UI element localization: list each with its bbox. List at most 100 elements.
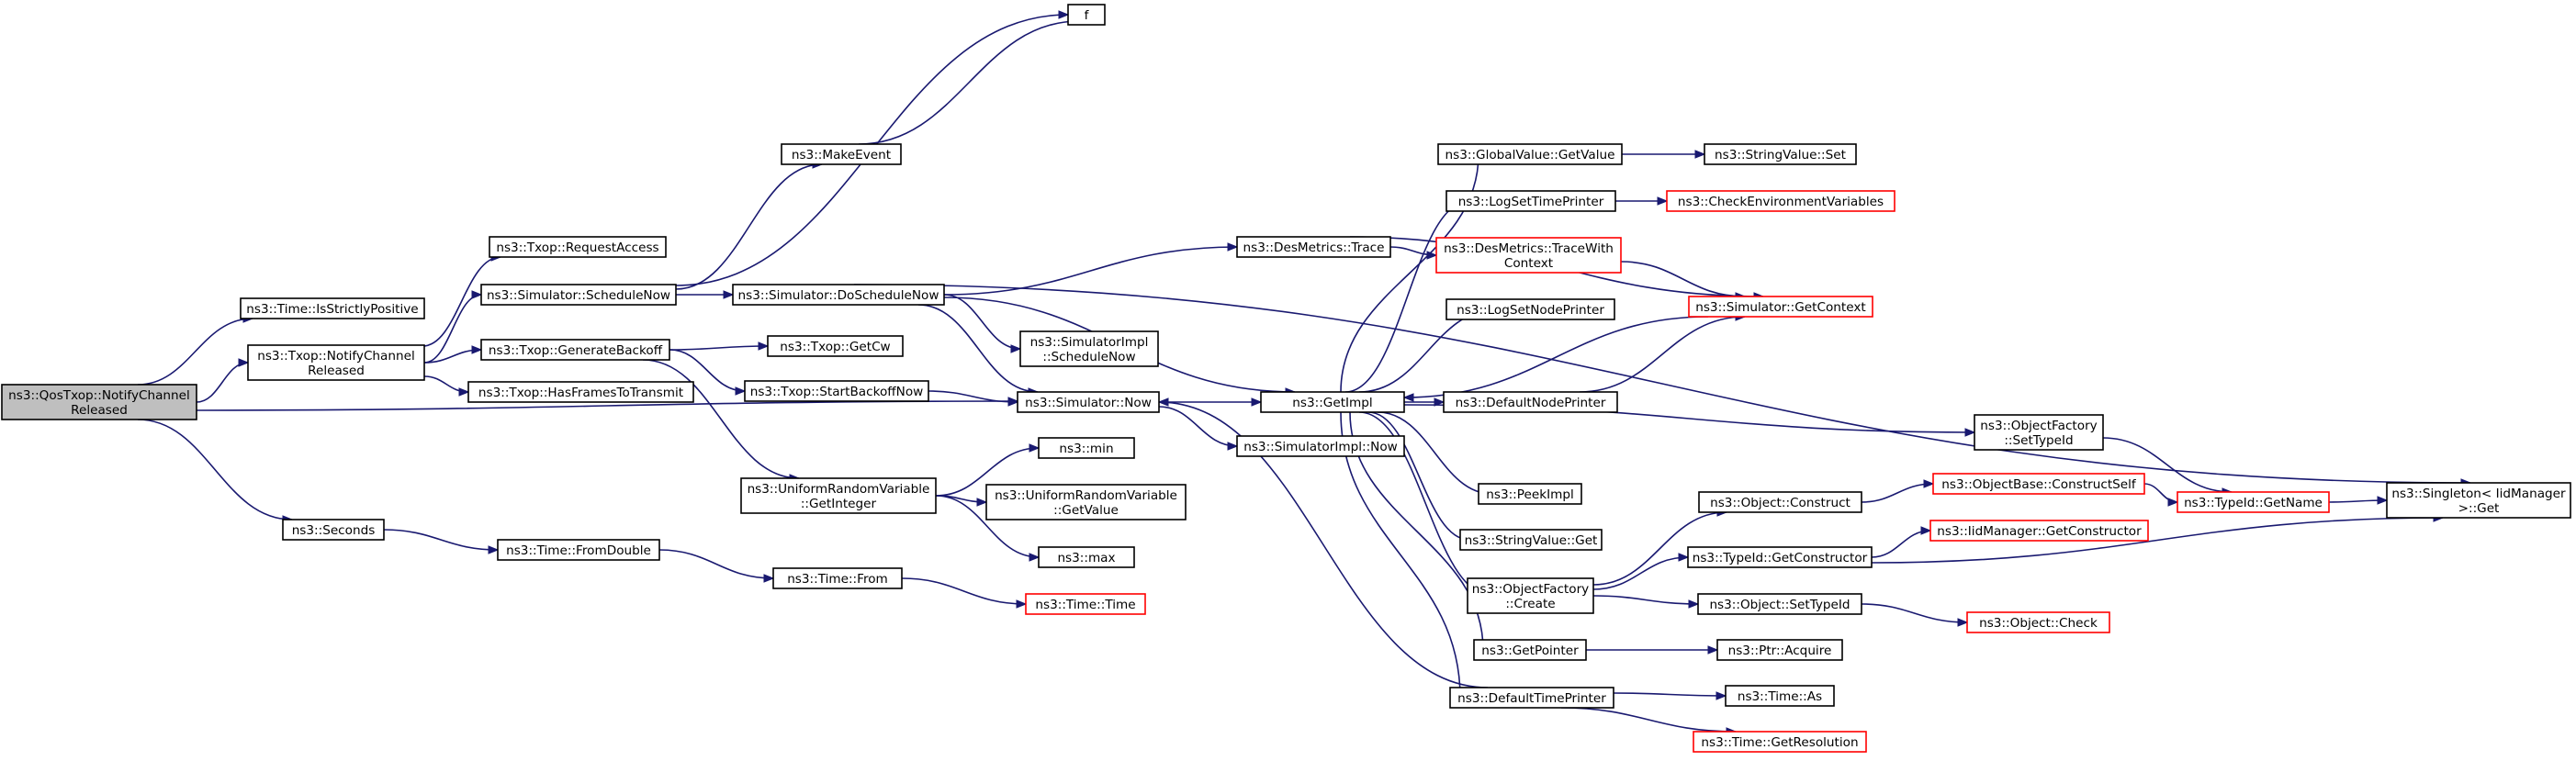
node-label: ns3::SimulatorImpl::Now bbox=[1243, 440, 1398, 454]
node-label: ::SetTypeId bbox=[2004, 433, 2073, 448]
edge-schedule-now-to-do-schedule-now bbox=[676, 290, 735, 299]
function-node-sim-now[interactable]: ns3::Simulator::Now bbox=[1017, 391, 1160, 413]
function-node-time-time[interactable]: ns3::Time::Time bbox=[1025, 593, 1146, 615]
edge-obj-construct-to-construct-self bbox=[1861, 479, 1935, 503]
function-node-start-backoff-now[interactable]: ns3::Txop::StartBackoffNow bbox=[744, 380, 929, 402]
function-node-construct-self[interactable]: ns3::ObjectBase::ConstructSelf bbox=[1932, 473, 2145, 495]
node-label: ns3::Object::Construct bbox=[1710, 496, 1850, 510]
function-node-get-integer[interactable]: ns3::UniformRandomVariable::GetInteger bbox=[740, 477, 937, 514]
function-node-iid-get-constructor[interactable]: ns3::IidManager::GetConstructor bbox=[1929, 520, 2149, 542]
function-node-get-pointer[interactable]: ns3::GetPointer bbox=[1473, 639, 1587, 661]
function-node-get-impl[interactable]: ns3::GetImpl bbox=[1260, 391, 1405, 413]
function-node-is-strictly-positive[interactable]: ns3::Time::IsStrictlyPositive bbox=[240, 297, 425, 319]
node-box bbox=[1437, 143, 1623, 165]
function-node-do-schedule-now[interactable]: ns3::Simulator::DoScheduleNow bbox=[732, 284, 945, 306]
function-node-impl-schedule-now[interactable]: ns3::SimulatorImpl::ScheduleNow bbox=[1019, 330, 1159, 367]
function-node-of-create[interactable]: ns3::ObjectFactory::Create bbox=[1467, 577, 1594, 614]
edge-root-to-is-strictly-positive bbox=[137, 314, 254, 386]
function-node-sv-get[interactable]: ns3::StringValue::Get bbox=[1459, 529, 1603, 551]
node-label: ns3::Simulator::ScheduleNow bbox=[487, 288, 670, 303]
function-node-singleton-get[interactable]: ns3::Singleton< IidManager >::Get bbox=[2386, 482, 2571, 519]
node-label: Context bbox=[1504, 256, 1553, 271]
function-node-impl-now[interactable]: ns3::SimulatorImpl::Now bbox=[1236, 435, 1405, 457]
node-label: ns3::Singleton< IidManager bbox=[2391, 487, 2566, 501]
function-node-des-trace[interactable]: ns3::DesMetrics::Trace bbox=[1236, 236, 1391, 258]
function-node-get-cw[interactable]: ns3::Txop::GetCw bbox=[767, 335, 904, 357]
node-label: ns3::Time::From bbox=[787, 572, 888, 587]
node-box bbox=[1666, 190, 1895, 212]
node-box bbox=[1929, 520, 2149, 542]
node-label: Released bbox=[308, 364, 365, 378]
function-node-log-set-time[interactable]: ns3::LogSetTimePrinter bbox=[1445, 190, 1616, 212]
function-node-sv-set[interactable]: ns3::StringValue::Set bbox=[1704, 143, 1857, 165]
node-label: >::Get bbox=[2458, 501, 2500, 516]
node-box bbox=[1445, 298, 1615, 320]
node-label: ns3::LogSetNodePrinter bbox=[1457, 303, 1604, 318]
node-box bbox=[1038, 546, 1135, 568]
node-box bbox=[480, 339, 670, 361]
function-node-ptr-acquire[interactable]: ns3::Ptr::Acquire bbox=[1716, 639, 1843, 661]
function-node-peek-impl[interactable]: ns3::PeekImpl bbox=[1478, 483, 1582, 505]
node-label: ns3::Simulator::GetContext bbox=[1695, 300, 1866, 315]
function-node-default-time[interactable]: ns3::DefaultTimePrinter bbox=[1449, 687, 1614, 709]
edge-of-create-to-get-constructor bbox=[1592, 553, 1690, 590]
function-node-make-event[interactable]: ns3::MakeEvent bbox=[781, 143, 902, 165]
function-node-obj-check[interactable]: ns3::Object::Check bbox=[1966, 611, 2110, 633]
node-label: ns3::Simulator::Now bbox=[1025, 396, 1152, 410]
function-node-generate-backoff[interactable]: ns3::Txop::GenerateBackoff bbox=[480, 339, 670, 361]
node-box bbox=[1725, 685, 1835, 707]
edge-default-time-to-sim-now bbox=[1157, 397, 1489, 688]
edge-start-backoff-now-to-sim-now bbox=[928, 390, 1019, 407]
edge-notify-channel-released-to-generate-backoff bbox=[423, 345, 483, 364]
function-node-log-set-node[interactable]: ns3::LogSetNodePrinter bbox=[1445, 298, 1615, 320]
function-node-f[interactable]: f bbox=[1067, 4, 1106, 26]
function-node-default-node[interactable]: ns3::DefaultNodePrinter bbox=[1443, 391, 1618, 413]
node-label: ns3::ObjectFactory bbox=[1472, 582, 1589, 597]
node-box bbox=[1473, 639, 1587, 661]
edge-do-schedule-now-to-des-trace bbox=[943, 242, 1239, 296]
function-node-max[interactable]: ns3::max bbox=[1038, 546, 1135, 568]
function-node-check-env[interactable]: ns3::CheckEnvironmentVariables bbox=[1666, 190, 1895, 212]
node-box bbox=[240, 297, 425, 319]
function-node-time-as[interactable]: ns3::Time::As bbox=[1725, 685, 1835, 707]
node-box bbox=[1017, 391, 1160, 413]
function-node-min[interactable]: ns3::min bbox=[1038, 437, 1135, 459]
node-box bbox=[2177, 491, 2330, 513]
edge-type-id-get-name-to-singleton-get bbox=[2328, 496, 2389, 505]
edge-log-set-time-to-check-env bbox=[1614, 196, 1669, 206]
node-label: ns3::max bbox=[1057, 551, 1115, 565]
node-box bbox=[497, 539, 660, 561]
function-node-urv-get-value[interactable]: ns3::UniformRandomVariable::GetValue bbox=[985, 484, 1187, 520]
function-node-obj-set-type-id[interactable]: ns3::Object::SetTypeId bbox=[1697, 593, 1862, 615]
node-box bbox=[282, 519, 385, 541]
node-label: ns3::IidManager::GetConstructor bbox=[1937, 524, 2142, 539]
edge-schedule-now-to-make-event bbox=[675, 160, 824, 290]
function-node-obj-construct[interactable]: ns3::Object::Construct bbox=[1698, 491, 1862, 513]
function-node-type-id-get-name[interactable]: ns3::TypeId::GetName bbox=[2177, 491, 2330, 513]
function-node-gv-get-value[interactable]: ns3::GlobalValue::GetValue bbox=[1437, 143, 1623, 165]
function-node-get-resolution[interactable]: ns3::Time::GetResolution bbox=[1693, 731, 1867, 753]
edge-seconds-to-from-double bbox=[383, 529, 500, 554]
function-node-of-set-type-id[interactable]: ns3::ObjectFactory::SetTypeId bbox=[1974, 414, 2104, 451]
function-node-has-frames[interactable]: ns3::Txop::HasFramesToTransmit bbox=[467, 381, 694, 403]
node-label: ns3::DesMetrics::TraceWith bbox=[1444, 241, 1614, 256]
node-box bbox=[1449, 687, 1614, 709]
edge-root-to-seconds bbox=[137, 419, 294, 524]
function-node-get-context[interactable]: ns3::Simulator::GetContext bbox=[1688, 296, 1873, 318]
node-box bbox=[1716, 639, 1843, 661]
node-box bbox=[467, 381, 694, 403]
function-node-request-access[interactable]: ns3::Txop::RequestAccess bbox=[489, 236, 667, 258]
node-label: ns3::Simulator::DoScheduleNow bbox=[738, 288, 939, 303]
node-box bbox=[2386, 482, 2571, 519]
function-node-get-constructor[interactable]: ns3::TypeId::GetConstructor bbox=[1687, 546, 1873, 568]
function-node-from-double[interactable]: ns3::Time::FromDouble bbox=[497, 539, 660, 561]
node-box bbox=[1693, 731, 1867, 753]
node-box bbox=[1974, 414, 2104, 451]
node-box bbox=[740, 477, 937, 514]
function-node-schedule-now[interactable]: ns3::Simulator::ScheduleNow bbox=[480, 284, 677, 306]
node-label: Released bbox=[71, 403, 128, 418]
function-node-time-from[interactable]: ns3::Time::From bbox=[772, 567, 903, 589]
function-node-seconds[interactable]: ns3::Seconds bbox=[282, 519, 385, 541]
